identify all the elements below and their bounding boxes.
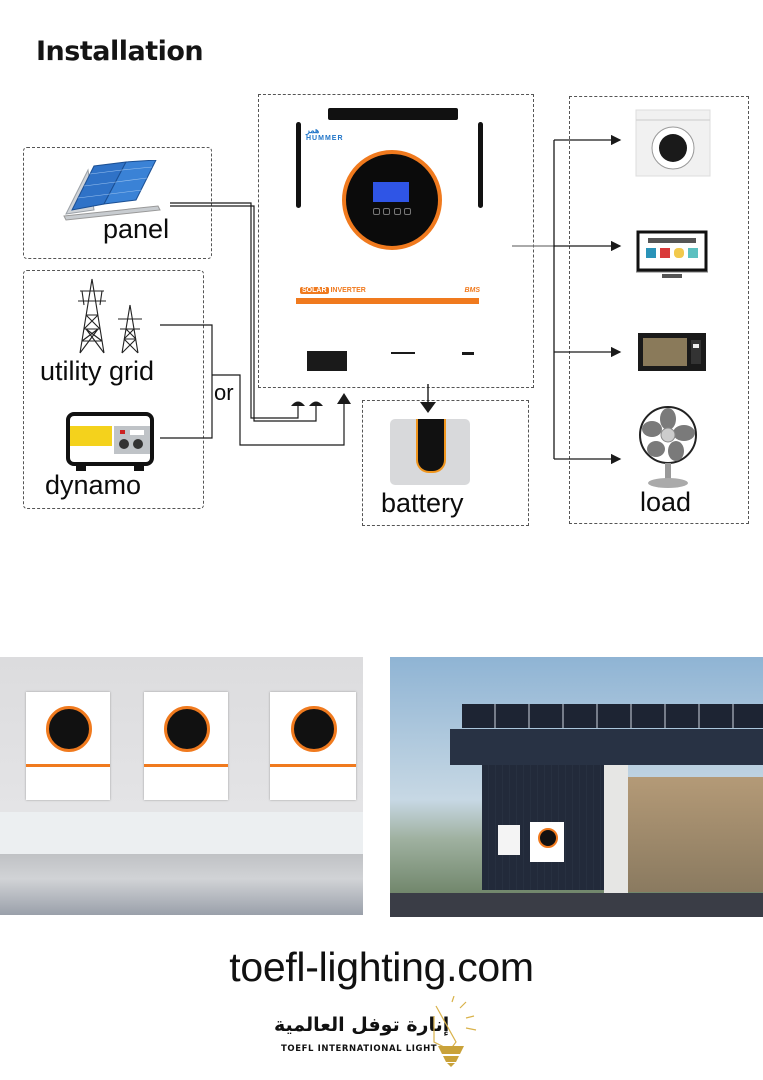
panel-label: panel <box>103 214 170 244</box>
inverter-unit-2 <box>144 692 228 800</box>
load-label: load <box>640 487 692 517</box>
inverter-terminal-line <box>391 352 415 354</box>
orange-stripe <box>144 764 228 767</box>
lcd-screen <box>373 182 409 202</box>
button-icon <box>373 208 380 215</box>
stripe-solar: SOLAR <box>300 287 329 294</box>
inverter-orange-stripe <box>296 298 479 304</box>
display-ring <box>46 706 92 752</box>
ac-input-arrow <box>337 393 351 404</box>
television-icon <box>636 230 708 278</box>
orange-stripe <box>26 764 110 767</box>
button-icon <box>393 208 401 215</box>
inverter-brand-logo: همر HUMMER <box>306 126 344 142</box>
inverter-side-bar-left <box>296 122 301 208</box>
display-ring <box>538 828 558 848</box>
washing-machine-icon <box>635 109 711 177</box>
brand-arabic: همر <box>306 126 320 135</box>
house-pillar <box>604 765 628 893</box>
battery-label: battery <box>381 488 464 518</box>
website-url[interactable]: toefl-lighting.com <box>229 944 534 990</box>
control-buttons <box>373 208 411 216</box>
brand-name-arabic: إنارة توفل العالمية <box>274 1014 450 1036</box>
lightbulb-logo-icon <box>433 996 477 1067</box>
installation-photo-house <box>390 657 763 917</box>
battery-front-panel <box>416 419 446 473</box>
patio <box>390 893 763 917</box>
battery-group-box <box>362 400 529 526</box>
page-title: Installation <box>36 36 204 67</box>
inverter-terminal-block <box>307 351 347 371</box>
orange-stripe <box>270 764 356 767</box>
inverter-unit-3 <box>270 692 356 800</box>
house-window <box>628 777 763 892</box>
pv-connector-2 <box>309 401 323 406</box>
inverter-stripe-text: SOLAR INVERTER BMS <box>300 287 480 294</box>
display-ring <box>291 706 337 752</box>
inverter-mount-bracket <box>328 108 458 120</box>
wall-inverter <box>530 822 564 862</box>
or-label: or <box>214 380 234 405</box>
wall-battery <box>498 825 520 855</box>
roof-overhang <box>450 729 763 765</box>
installation-photo-wall-inverters <box>0 657 363 915</box>
inverter-terminal-nub <box>462 352 474 355</box>
display-ring <box>164 706 210 752</box>
inverter-device: همر HUMMER SOLAR INVERTER BMS <box>296 108 490 371</box>
microwave-icon <box>638 333 706 371</box>
battery-device <box>390 419 470 485</box>
inverter-display-ring <box>342 150 442 250</box>
generator-icon <box>66 412 154 471</box>
rooftop-solar-panels <box>462 704 763 728</box>
inverter-unit-1 <box>26 692 110 800</box>
button-icon <box>383 208 391 215</box>
stripe-bms: BMS <box>464 287 480 294</box>
load-group-box <box>569 96 749 524</box>
utility-grid-tower-icon <box>78 278 142 354</box>
brand-name-english: TOEFL INTERNATIONAL LIGHT <box>281 1044 438 1054</box>
solar-panel-icon <box>63 160 161 221</box>
utility-grid-label: utility grid <box>40 356 155 386</box>
pv-connector-1 <box>291 401 305 406</box>
button-icon <box>403 208 411 215</box>
inverter-side-bar-right <box>478 122 483 208</box>
stripe-inverter: INVERTER <box>330 287 366 294</box>
breaker-panels <box>0 812 363 854</box>
brand-english: HUMMER <box>306 135 344 142</box>
dynamo-label: dynamo <box>45 470 142 500</box>
fan-icon <box>639 406 697 488</box>
